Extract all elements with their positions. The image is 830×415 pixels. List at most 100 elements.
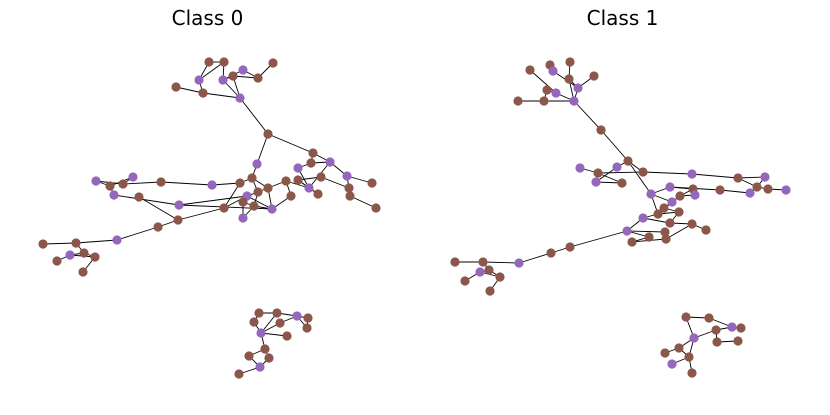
graph-node <box>733 336 743 346</box>
graph-node <box>674 207 684 217</box>
graph-node <box>267 204 277 214</box>
graph-node <box>638 213 648 223</box>
graph-node <box>282 331 292 341</box>
graph-node <box>539 96 549 106</box>
graph-node <box>687 169 697 179</box>
graph-node <box>514 258 524 268</box>
graph-node <box>134 192 144 202</box>
graph-edge <box>223 182 241 209</box>
class-1-graph-nodes <box>450 57 791 378</box>
graph-node <box>484 265 494 275</box>
graph-node <box>478 257 488 267</box>
graph-edge <box>691 173 739 179</box>
graph-node <box>292 311 302 321</box>
graph-edge <box>113 194 180 206</box>
graph-node <box>263 129 273 139</box>
graph-node <box>118 179 128 189</box>
graph-node <box>781 185 791 195</box>
graph-node <box>153 222 163 232</box>
graph-node <box>687 368 697 378</box>
graph-node <box>644 232 654 242</box>
graph-node <box>674 343 684 353</box>
graph-node <box>565 242 575 252</box>
graph-edge <box>665 223 693 240</box>
graph-node <box>727 322 737 332</box>
graph-node <box>302 323 312 333</box>
graph-node <box>460 276 470 286</box>
graph-node <box>255 362 265 372</box>
graph-node <box>495 272 505 282</box>
graph-node <box>78 267 88 277</box>
graph-node <box>733 173 743 183</box>
graph-edge <box>529 69 557 94</box>
graph-node <box>589 71 599 81</box>
graph-edge <box>202 92 241 99</box>
graph-edge <box>198 61 225 81</box>
graph-node <box>308 148 318 158</box>
graph-node <box>653 209 663 219</box>
graph-node <box>745 188 755 198</box>
graph-edge <box>177 207 225 221</box>
graph-edge <box>642 171 693 175</box>
graph-node <box>207 180 217 190</box>
graph-node <box>249 201 259 211</box>
graph-node <box>252 159 262 169</box>
graph-node <box>548 66 558 76</box>
graph-node <box>293 175 303 185</box>
graph-node <box>304 183 314 193</box>
graph-node <box>760 172 770 182</box>
graph-node <box>667 359 677 369</box>
graph-node <box>344 183 354 193</box>
graph-node <box>450 257 460 267</box>
graph-edge <box>175 86 204 94</box>
graph-node <box>675 191 685 201</box>
graph-node <box>238 65 248 75</box>
graph-node <box>736 323 746 333</box>
graph-edge <box>482 261 520 264</box>
graph-edge <box>211 182 241 186</box>
graph-node <box>156 177 166 187</box>
graph-node <box>275 318 285 328</box>
graph-node <box>173 215 183 225</box>
class-0-graph-nodes <box>38 57 381 379</box>
graph-node <box>475 267 485 277</box>
graph-edge <box>256 133 269 165</box>
graph-node <box>659 203 669 213</box>
graph-node <box>52 256 62 266</box>
graph-node <box>313 189 323 199</box>
graph-edge <box>627 160 652 195</box>
graph-edge <box>573 100 602 131</box>
graph-node <box>715 185 725 195</box>
graph-node <box>701 225 711 235</box>
graph-edge <box>75 239 118 244</box>
graph-edge <box>122 181 162 185</box>
graph-node <box>79 248 89 258</box>
graph-node <box>525 65 535 75</box>
graph-node <box>612 162 622 172</box>
graph-node <box>38 239 48 249</box>
graph-node <box>286 191 296 201</box>
graph-node <box>763 184 773 194</box>
graph-node <box>622 226 632 236</box>
graph-node <box>204 57 214 67</box>
graph-node <box>253 73 263 83</box>
panel-title-class-1: Class 1 <box>586 6 659 30</box>
graph-edge <box>239 97 269 135</box>
graph-node <box>660 227 670 237</box>
graph-node <box>660 348 670 358</box>
graph-node <box>198 88 208 98</box>
graph-node <box>219 203 229 213</box>
graph-node <box>546 248 556 258</box>
graph-node <box>306 158 316 168</box>
graph-node <box>249 317 259 327</box>
graph-node <box>665 218 675 228</box>
graph-edge <box>518 252 552 264</box>
graph-edge <box>160 181 213 186</box>
graph-node <box>91 176 101 186</box>
graph-node <box>542 85 552 95</box>
graph-node <box>367 178 377 188</box>
graph-node <box>235 178 245 188</box>
graph-node <box>260 344 270 354</box>
graph-node <box>272 308 282 318</box>
